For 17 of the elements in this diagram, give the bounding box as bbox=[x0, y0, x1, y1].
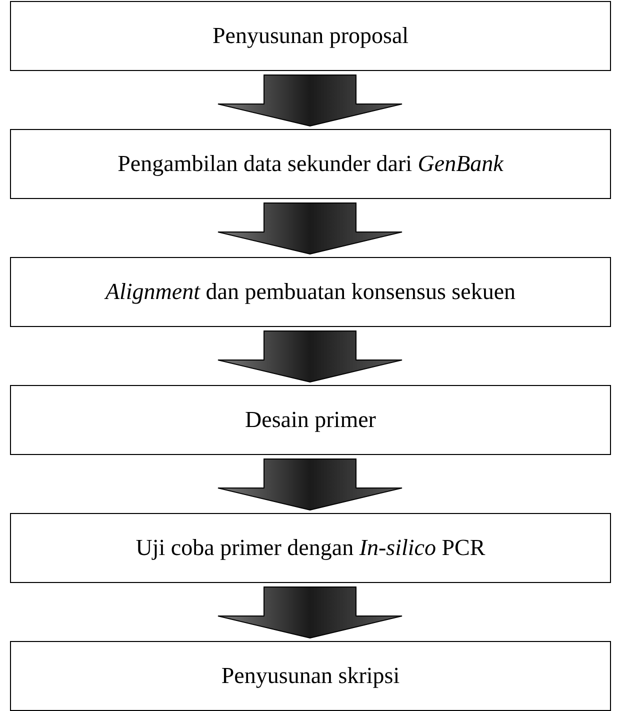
process-box bbox=[10, 385, 611, 455]
process-box bbox=[10, 129, 611, 199]
step-text: Penyusunan skripsi bbox=[221, 663, 400, 689]
step-text: Penyusunan proposal bbox=[212, 23, 409, 49]
process-box bbox=[10, 257, 611, 327]
step-text: Alignment dan pembuatan konsensus sekuen bbox=[105, 279, 516, 305]
process-box bbox=[10, 1, 611, 71]
block-arrow bbox=[218, 458, 402, 511]
block-arrow bbox=[218, 586, 402, 639]
process-box bbox=[10, 513, 611, 583]
step-text: Desain primer bbox=[245, 407, 376, 433]
process-box bbox=[10, 641, 611, 711]
step-text: Pengambilan data sekunder dari GenBank bbox=[118, 151, 504, 177]
step-text: Uji coba primer dengan In-silico PCR bbox=[136, 535, 486, 561]
block-arrow bbox=[218, 330, 402, 383]
block-arrow bbox=[218, 202, 402, 255]
block-arrow bbox=[218, 74, 402, 127]
